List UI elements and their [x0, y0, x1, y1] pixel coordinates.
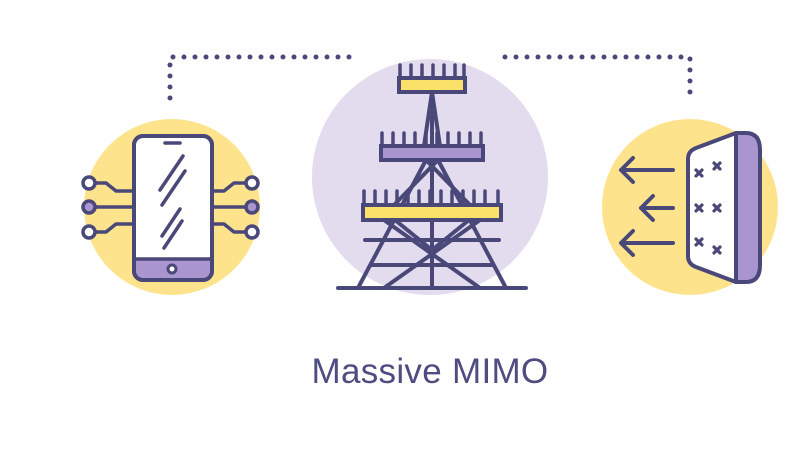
smartphone-circuit-icon — [81, 119, 260, 295]
antenna-ticks — [362, 63, 500, 207]
antenna-panel-icon — [602, 119, 778, 295]
signal-arrows — [619, 156, 675, 257]
page-title: Massive MIMO — [311, 352, 549, 391]
dotted-connector-lines — [167, 54, 693, 101]
antenna-tower-icon — [312, 59, 548, 295]
